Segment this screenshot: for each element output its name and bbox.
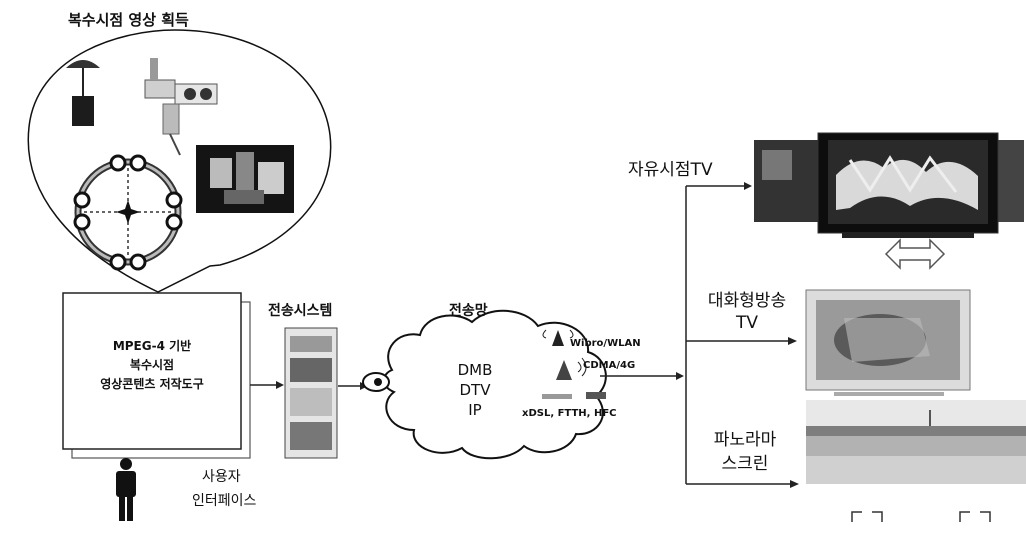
panorama-label: 파노라마 스크린 xyxy=(695,428,795,476)
authoring-line3: 영상콘텐츠 저작도구 xyxy=(63,375,241,394)
panorama-line1: 파노라마 xyxy=(695,428,795,452)
transmission-system-label: 전송시스템 xyxy=(268,300,332,320)
authoring-line2: 복수시점 xyxy=(63,356,241,375)
camera-rig-icon xyxy=(145,58,217,155)
network-item-dmb: DMB xyxy=(440,360,510,380)
viewer-marks xyxy=(852,512,990,522)
wibro-label: Wibro/WLAN xyxy=(570,338,641,349)
authoring-tool-text: MPEG-4 기반 복수시점 영상콘텐츠 저작도구 xyxy=(63,337,241,394)
cdma-label: CDMA/4G xyxy=(583,360,635,371)
free-view-tv-image xyxy=(754,133,1024,238)
network-item-ip: IP xyxy=(440,400,510,420)
interactive-tv-label: 대화형방송 TV xyxy=(692,290,802,334)
user-icon xyxy=(116,458,136,521)
capture-image xyxy=(196,145,294,213)
camera-ring-icon xyxy=(75,156,181,269)
network-label: 전송망 xyxy=(449,300,488,320)
user-interface-label: 사용자 인터페이스 xyxy=(192,465,256,513)
antenna-icon xyxy=(66,60,100,126)
free-view-tv-label: 자유시점TV xyxy=(628,155,713,180)
interactive-line1: 대화형방송 xyxy=(692,290,802,312)
authoring-line1: MPEG-4 기반 xyxy=(63,337,241,356)
network-item-dtv: DTV xyxy=(440,380,510,400)
interactive-line2: TV xyxy=(692,312,802,334)
receiver-eye-icon xyxy=(363,373,389,391)
interactive-tv-image xyxy=(806,290,970,396)
panorama-line2: 스크린 xyxy=(695,452,795,476)
network-types: DMB DTV IP xyxy=(440,360,510,420)
user-line1: 사용자 xyxy=(192,465,256,489)
panorama-screen-image xyxy=(806,400,1026,484)
xdsl-label: xDSL, FTTH, HFC xyxy=(522,408,617,419)
double-arrow-icon xyxy=(886,240,944,268)
server-rack-icon xyxy=(285,328,337,458)
user-line2: 인터페이스 xyxy=(192,489,256,513)
